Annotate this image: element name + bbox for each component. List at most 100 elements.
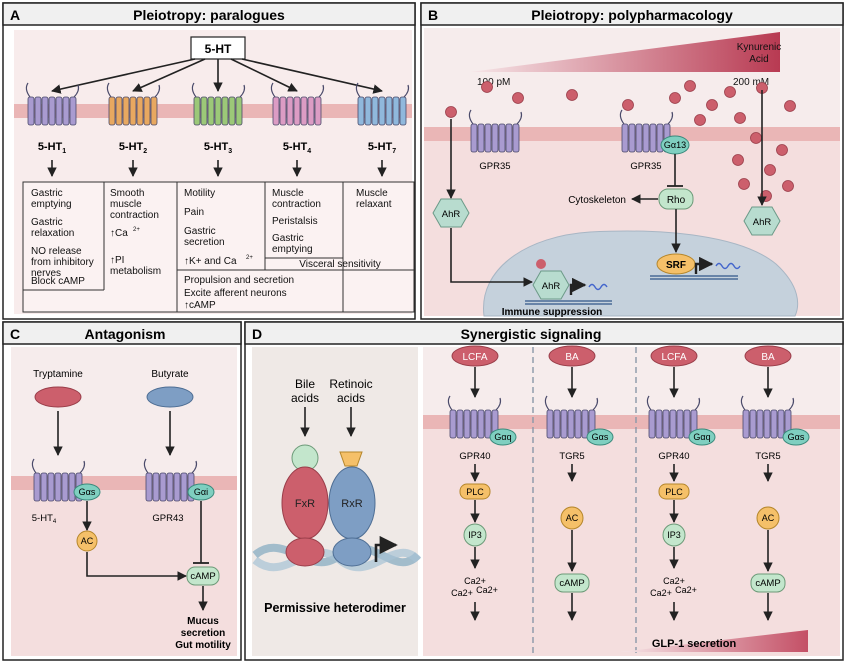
col2-line3: ↑Ca xyxy=(110,228,128,239)
fxr-dbd xyxy=(285,537,325,567)
col3-line4: ↑K+ and Ca xyxy=(184,256,237,267)
kynurenic-dot xyxy=(706,99,718,111)
col2-line4: 2+ xyxy=(133,227,140,233)
fxr-label: FxR xyxy=(295,498,315,510)
transcription-arrow xyxy=(374,535,398,562)
receptor-gpr35-left xyxy=(468,109,523,153)
receptor-label: GPR40 xyxy=(658,451,689,462)
galpha-node xyxy=(782,428,810,446)
r1-label: 5-HT4 xyxy=(32,513,57,525)
camp-node xyxy=(750,573,786,593)
kynurenic-label-1: Kynurenic xyxy=(737,42,781,53)
ac-label: AC xyxy=(81,536,94,546)
col3-line2: Gastric xyxy=(184,226,216,237)
col4-line0: Muscle xyxy=(272,188,304,199)
kynurenic-molecules xyxy=(445,80,796,202)
kynurenic-dot xyxy=(669,92,681,104)
kynurenic-dot xyxy=(622,99,634,111)
srf-mrna xyxy=(715,262,741,270)
kynurenic-dot xyxy=(724,86,736,98)
galpha-label: Gαs xyxy=(788,432,805,442)
camp-node xyxy=(186,566,220,586)
gai-node xyxy=(187,483,215,501)
camp-label: cAMP xyxy=(190,571,215,582)
receptor-label-5ht2: 5-HT2 xyxy=(119,141,147,155)
panel-a-letter: A xyxy=(10,7,20,23)
col2-line0: Smooth xyxy=(110,188,144,199)
receptor-label: GPR40 xyxy=(459,451,490,462)
ip3-label: IP3 xyxy=(667,530,681,540)
receptor-5ht3 xyxy=(191,82,246,126)
kynurenic-dot xyxy=(764,164,776,176)
galpha-label: Gαq xyxy=(693,432,710,442)
retinoic-label-1: Retinoic xyxy=(329,377,372,391)
panel-c-letter: C xyxy=(10,326,20,342)
panel-a-title: Pleiotropy: paralogues xyxy=(133,7,285,23)
ligand-ba xyxy=(744,345,792,367)
butyrate-label: Butyrate xyxy=(151,369,189,380)
kynurenic-dot xyxy=(734,112,746,124)
cell-interior xyxy=(423,428,840,656)
galpha-node xyxy=(586,428,614,446)
col3-line5: 2+ xyxy=(246,255,253,261)
glp1-gradient xyxy=(620,630,808,652)
col1-line0: Gastric xyxy=(31,188,63,199)
gas-node xyxy=(73,483,101,501)
ahr-right-label: AhR xyxy=(753,217,772,228)
receptor-5ht7 xyxy=(355,82,410,126)
membrane xyxy=(423,415,840,429)
butyrate-ligand xyxy=(146,386,194,408)
rxr-dbd xyxy=(332,537,372,567)
ahr-left xyxy=(432,198,470,228)
col2-line5: ↑PI xyxy=(110,255,124,266)
galpha-label: Gαq xyxy=(494,432,511,442)
kynurenic-gradient xyxy=(470,32,780,72)
ligand-lcfa xyxy=(451,345,499,367)
col2-line2: contraction xyxy=(110,210,159,221)
plc-node xyxy=(459,483,491,500)
ac-node xyxy=(560,506,584,530)
ahr-right xyxy=(743,206,781,236)
col1-line4: NO release xyxy=(31,246,82,257)
tryptamine-ligand xyxy=(34,386,82,408)
rxr-ligand xyxy=(339,451,363,467)
receptor-label: TGR5 xyxy=(755,451,780,462)
plc-label: PLC xyxy=(665,487,683,497)
rho-label: Rho xyxy=(667,195,686,206)
calcium-label: Ca2+ xyxy=(675,585,697,595)
tryptamine-label: Tryptamine xyxy=(33,369,83,380)
col1-line1: emptying xyxy=(31,199,72,210)
ahr-nucleus-label: AhR xyxy=(542,281,561,292)
panel-d: D Synergistic signaling Bile acids Retin… xyxy=(244,321,844,661)
panel-b: B Pleiotropy: polypharmacology Kynurenic… xyxy=(420,2,844,320)
immune-suppression: Immune suppression xyxy=(502,307,603,318)
col1-line5: from inhibitory xyxy=(31,257,94,268)
ac-node xyxy=(76,530,98,552)
panel-c: C Antagonism Tryptamine Butyrate Gαs Gαi… xyxy=(2,321,242,661)
ligand-arrows xyxy=(51,58,383,94)
panel-d-title: Synergistic signaling xyxy=(461,326,602,342)
ligand-5ht: 5-HT xyxy=(205,42,232,56)
retinoic-label-2: acids xyxy=(337,391,365,405)
cytoskeleton-label: Cytoskeleton xyxy=(568,195,626,206)
gai-label: Gαi xyxy=(194,487,208,497)
ligand-label: LCFA xyxy=(661,352,686,363)
receptor-5ht2 xyxy=(106,82,161,126)
kynurenic-label-2: Acid xyxy=(749,54,768,65)
col1-line3: relaxation xyxy=(31,228,74,239)
visceral-sensitivity: Visceral sensitivity xyxy=(299,259,381,270)
receptor-label-5ht4: 5-HT4 xyxy=(283,141,311,155)
col1-line6: nerves xyxy=(31,268,61,279)
gpr35-left-label: GPR35 xyxy=(479,161,510,172)
glp1-label: GLP-1 secretion xyxy=(652,638,737,650)
kynurenic-dot xyxy=(481,81,493,93)
ip3-node xyxy=(662,523,686,547)
gas-label: Gαs xyxy=(79,487,96,497)
galpha13-label: Gα13 xyxy=(664,140,686,150)
plc-node xyxy=(658,483,690,500)
down-arrows xyxy=(47,160,387,177)
